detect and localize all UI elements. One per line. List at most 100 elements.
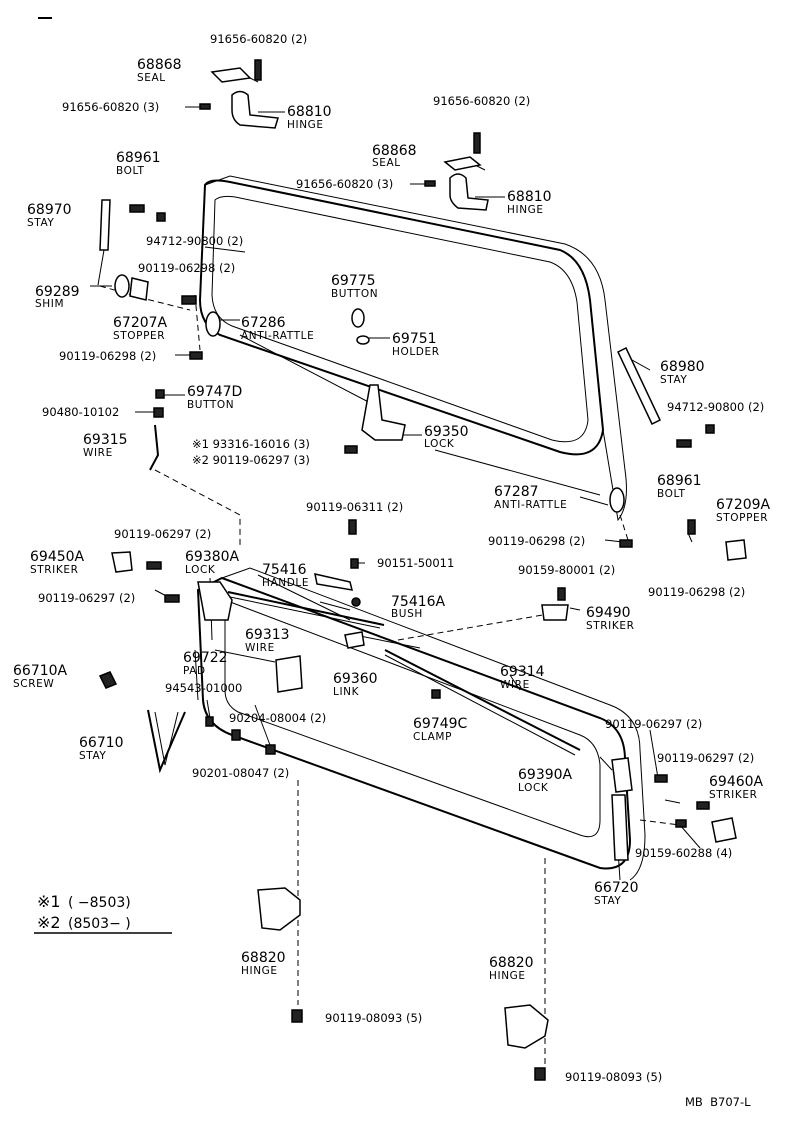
seal-68868-upper-part <box>210 67 252 83</box>
handle-75416-part <box>314 573 354 591</box>
callout-69315-name: WIRE <box>83 447 113 459</box>
stay-66720-part <box>611 794 629 861</box>
callout-69289-number: 69289 <box>35 284 80 300</box>
anti-rattle-67286-part <box>205 311 221 337</box>
striker-69460a-part <box>711 817 737 843</box>
callout-69722-name: PAD <box>183 665 206 677</box>
callout-69747d-number: 69747D <box>187 384 242 400</box>
callout-68868-b-number: 68868 <box>372 143 417 159</box>
bolt-90119-h-part <box>696 801 710 810</box>
callout-69314-name: WIRE <box>500 679 530 691</box>
callout-90151-50011: 90151-50011 <box>377 556 454 570</box>
callout-68820-a-name: HINGE <box>241 965 278 977</box>
callout-90119-06298-b: 90119-06298 (2) <box>59 349 156 363</box>
screw-left-part <box>199 103 211 110</box>
callout-90480-10102: 90480-10102 <box>42 405 119 419</box>
shim-69289-part <box>114 274 130 298</box>
callout-66720-name: STAY <box>594 895 621 907</box>
seal-68868-right-part <box>443 156 482 171</box>
callout-labels: 91656-60820 (2) 68868 SEAL 91656-60820 (… <box>13 32 771 1084</box>
callout-68980-number: 68980 <box>660 359 705 375</box>
bolt-94543-part <box>205 716 214 727</box>
callout-90159-60288: 90159-60288 (4) <box>635 846 732 860</box>
callout-91656-60820-a: 91656-60820 (2) <box>210 32 307 46</box>
callout-90159-80001: 90159-80001 (2) <box>518 563 615 577</box>
legend-range-1: ( −8503) <box>68 895 131 911</box>
bolt-90119-b-part <box>189 351 203 360</box>
callout-91656-60820-d: 91656-60820 (3) <box>296 177 393 191</box>
screw-90151-part <box>350 558 359 569</box>
callout-69380a-number: 69380A <box>185 549 240 565</box>
callout-68980-name: STAY <box>660 374 687 386</box>
hinge-68820-left-part <box>257 887 301 931</box>
callout-69450a-name: STRIKER <box>30 564 79 576</box>
anti-rattle-67287-part <box>609 487 625 513</box>
bolt-90119-e-part <box>146 561 162 570</box>
serial-range-legend: ※1 ( −8503) ※2 (8503− ) <box>34 892 172 934</box>
callout-leader-lines <box>90 77 701 881</box>
callout-68961-a-number: 68961 <box>116 150 161 166</box>
bolt-90119-c-part <box>619 539 633 548</box>
callout-90119-06297-c: 90119-06297 (2) <box>38 591 135 605</box>
button-69747d-part <box>155 389 165 399</box>
bolt-90119-08093-right-part <box>534 1067 546 1081</box>
callout-69460a-number: 69460A <box>709 774 764 790</box>
callout-69313-number: 69313 <box>245 627 290 643</box>
page-id-label: MB B707-L <box>685 1095 751 1109</box>
callout-69460a-name: STRIKER <box>709 789 758 801</box>
callout-90204-08004: 90204-08004 (2) <box>229 711 326 725</box>
callout-91656-60820-c: 91656-60820 (2) <box>433 94 530 108</box>
screw-66710a-part <box>98 671 118 689</box>
callout-90119-06298-a: 90119-06298 (2) <box>138 261 235 275</box>
callout-69390a-name: LOCK <box>518 782 549 794</box>
callout-68820-b-number: 68820 <box>489 955 534 971</box>
clip-90480-part <box>153 407 164 418</box>
lock-69390a-part <box>611 757 633 793</box>
wire-69314-part <box>384 649 581 756</box>
callout-90119-06298-c: 90119-06298 (2) <box>488 534 585 548</box>
callout-69775-name: BUTTON <box>331 288 378 300</box>
callout-66710-number: 66710 <box>79 735 124 751</box>
callout-69490-number: 69490 <box>586 605 631 621</box>
callout-69350-number: 69350 <box>424 424 469 440</box>
lock-69350-part <box>361 384 406 441</box>
callout-69315-number: 69315 <box>83 432 128 448</box>
bolt-90159-60288-part <box>675 819 687 828</box>
bolt-68961-right-part <box>676 439 692 448</box>
callout-66710-name: STAY <box>79 750 106 762</box>
callout-68810-a-name: HINGE <box>287 119 324 131</box>
callout-69747d-name: BUTTON <box>187 399 234 411</box>
callout-69751-number: 69751 <box>392 331 437 347</box>
nut-94712-right-part <box>705 424 715 434</box>
lock-69380a-part <box>197 581 233 621</box>
bolt-90119-08093-left-part <box>291 1009 303 1023</box>
callout-90119-06298-d: 90119-06298 (2) <box>648 585 745 599</box>
callout-68961-a-name: BOLT <box>116 165 145 177</box>
callout-90119-06297-d: 90119-06297 (2) <box>605 717 702 731</box>
link-69360-part <box>344 631 365 649</box>
callout-91656-60820-b: 91656-60820 (3) <box>62 100 159 114</box>
callout-69775-number: 69775 <box>331 273 376 289</box>
callout-94712-90800-b: 94712-90800 (2) <box>667 400 764 414</box>
callout-68961-b-number: 68961 <box>657 473 702 489</box>
callout-75416a-name: BUSH <box>391 608 423 620</box>
stay-68970-part <box>97 199 111 286</box>
striker-69450a-part <box>111 551 133 573</box>
legend-mark-2: ※2 <box>37 913 61 932</box>
screw-right-part <box>424 180 436 187</box>
callout-69450a-number: 69450A <box>30 549 85 565</box>
callout-90119-06311: 90119-06311 (2) <box>306 500 403 514</box>
callout-67287-name: ANTI-RATTLE <box>494 499 567 511</box>
bolt-right-top-part <box>473 132 481 154</box>
callout-69313-name: WIRE <box>245 642 275 654</box>
callout-68970-name: STAY <box>27 217 54 229</box>
callout-66720-number: 66720 <box>594 880 639 896</box>
callout-66710a-name: SCREW <box>13 678 54 690</box>
callout-75416-name: HANDLE <box>262 577 309 589</box>
bolt-90159-part <box>557 587 566 601</box>
callout-67286-name: ANTI-RATTLE <box>241 330 314 342</box>
screw-69350-part <box>344 445 358 454</box>
callout-69289-name: SHIM <box>35 298 64 310</box>
callout-69390a-number: 69390A <box>518 767 573 783</box>
